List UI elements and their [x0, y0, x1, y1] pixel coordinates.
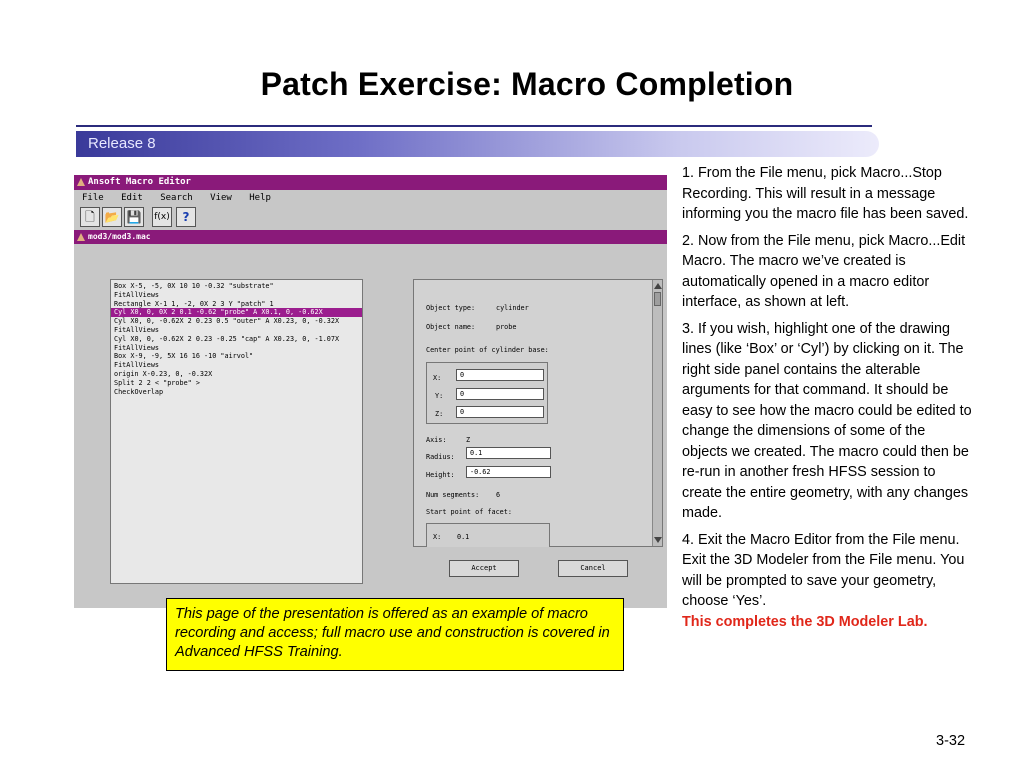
menu-view[interactable]: View	[210, 193, 232, 203]
scroll-thumb[interactable]	[654, 292, 661, 306]
ansoft-logo-icon	[77, 178, 85, 186]
instruction-step-4-text: 4. Exit the Macro Editor from the File m…	[682, 531, 965, 610]
num-segments-value: 6	[496, 491, 501, 499]
menu-file[interactable]: File	[82, 193, 104, 203]
document-icon	[77, 233, 85, 241]
editor-menubar: File Edit Search View Help	[74, 191, 667, 205]
function-icon[interactable]: f(x)	[152, 207, 172, 227]
z-label: Z:	[435, 410, 444, 418]
code-line[interactable]: FitAllViews	[114, 290, 160, 299]
z-input[interactable]: 0	[456, 406, 544, 418]
code-line[interactable]: origin X-0.23, 0, -0.32X	[114, 369, 213, 378]
completion-emphasis: This completes the 3D Modeler Lab.	[682, 613, 928, 630]
slide-title: Patch Exercise: Macro Completion	[260, 66, 794, 102]
release-label: Release 8	[88, 135, 156, 152]
object-type-value: cylinder	[496, 304, 529, 312]
height-label: Height:	[426, 471, 455, 479]
instructions: 1. From the File menu, pick Macro...Stop…	[682, 163, 972, 638]
code-line[interactable]: CheckOverlap	[114, 387, 164, 396]
code-line[interactable]: Box X-5, -5, 0X 10 10 -0.32 "substrate"	[114, 282, 274, 290]
instruction-step-3: 3. If you wish, highlight one of the dra…	[682, 320, 972, 522]
num-segments-label: Num segments:	[426, 491, 480, 499]
arguments-panel: Object type: cylinder Object name: probe…	[413, 279, 663, 547]
code-line[interactable]: FitAllViews	[114, 325, 160, 334]
open-folder-icon[interactable]: 📂	[102, 207, 122, 227]
header-rule	[76, 125, 872, 127]
page-number: 3-32	[936, 733, 966, 749]
arguments-scrollbar[interactable]	[652, 280, 662, 546]
y-input[interactable]: 0	[456, 388, 544, 400]
facet-x-label: X:	[433, 533, 442, 541]
menu-edit[interactable]: Edit	[121, 193, 143, 203]
macro-editor-screenshot: Ansoft Macro Editor File Edit Search Vie…	[74, 175, 667, 608]
object-name-value: probe	[496, 323, 517, 331]
instruction-step-1: 1. From the File menu, pick Macro...Stop…	[682, 165, 969, 222]
scroll-up-icon[interactable]	[654, 283, 662, 289]
x-label: X:	[433, 374, 442, 382]
note-box: This page of the presentation is offered…	[166, 598, 624, 671]
radius-input[interactable]: 0.1	[466, 447, 551, 459]
editor-window-title: Ansoft Macro Editor	[74, 175, 667, 190]
object-type-label: Object type:	[426, 304, 476, 312]
menu-help[interactable]: Help	[249, 193, 271, 203]
center-point-label: Center point of cylinder base:	[426, 346, 549, 354]
start-facet-label: Start point of facet:	[426, 508, 512, 516]
help-icon[interactable]: ?	[176, 207, 196, 227]
save-icon[interactable]: 💾	[124, 207, 144, 227]
height-input[interactable]: -0.62	[466, 466, 551, 478]
facet-x-value: 0.1	[457, 533, 470, 541]
new-file-icon[interactable]: 🗋	[80, 207, 100, 227]
code-line[interactable]: Rectangle X-1 1, -2, 0X 2 3 Y "patch" 1	[114, 299, 274, 308]
cancel-button[interactable]: Cancel	[558, 560, 628, 577]
object-name-label: Object name:	[426, 323, 476, 331]
document-title-bar: mod3/mod3.mac	[74, 230, 667, 244]
instruction-step-4: 4. Exit the Macro Editor from the File m…	[682, 530, 972, 633]
scroll-down-icon[interactable]	[654, 537, 662, 543]
menu-search[interactable]: Search	[160, 193, 193, 203]
x-input[interactable]: 0	[456, 369, 544, 381]
instruction-step-2: 2. Now from the File menu, pick Macro...…	[682, 232, 966, 311]
macro-code-panel[interactable]: Box X-5, -5, 0X 10 10 -0.32 "substrate"F…	[110, 279, 363, 584]
document-title-text: mod3/mod3.mac	[88, 232, 151, 241]
code-line[interactable]: FitAllViews	[114, 343, 160, 352]
release-banner: Release 8	[76, 131, 879, 157]
accept-button[interactable]: Accept	[449, 560, 519, 577]
code-line[interactable]: Split 2 2 < "probe" >	[114, 378, 200, 387]
code-line[interactable]: Box X-9, -9, 5X 16 16 -10 "airvol"	[114, 352, 254, 361]
code-line[interactable]: FitAllViews	[114, 361, 160, 370]
radius-label: Radius:	[426, 453, 455, 461]
axis-label: Axis:	[426, 436, 447, 444]
code-line[interactable]: Cyl X0, 0, 0X 2 0.1 -0.62 "probe" A X0.1…	[111, 308, 362, 318]
y-label: Y:	[435, 392, 444, 400]
center-point-group: X: 0 Y: 0 Z: 0	[426, 362, 548, 424]
axis-value: Z	[466, 436, 471, 444]
facet-group: X: 0.1	[426, 523, 550, 547]
code-line[interactable]: Cyl X0, 0, -0.62X 2 0.23 0.5 "outer" A X…	[114, 317, 340, 326]
code-line[interactable]: Cyl X0, 0, -0.62X 2 0.23 -0.25 "cap" A X…	[114, 334, 340, 343]
editor-window-title-text: Ansoft Macro Editor	[88, 177, 191, 187]
